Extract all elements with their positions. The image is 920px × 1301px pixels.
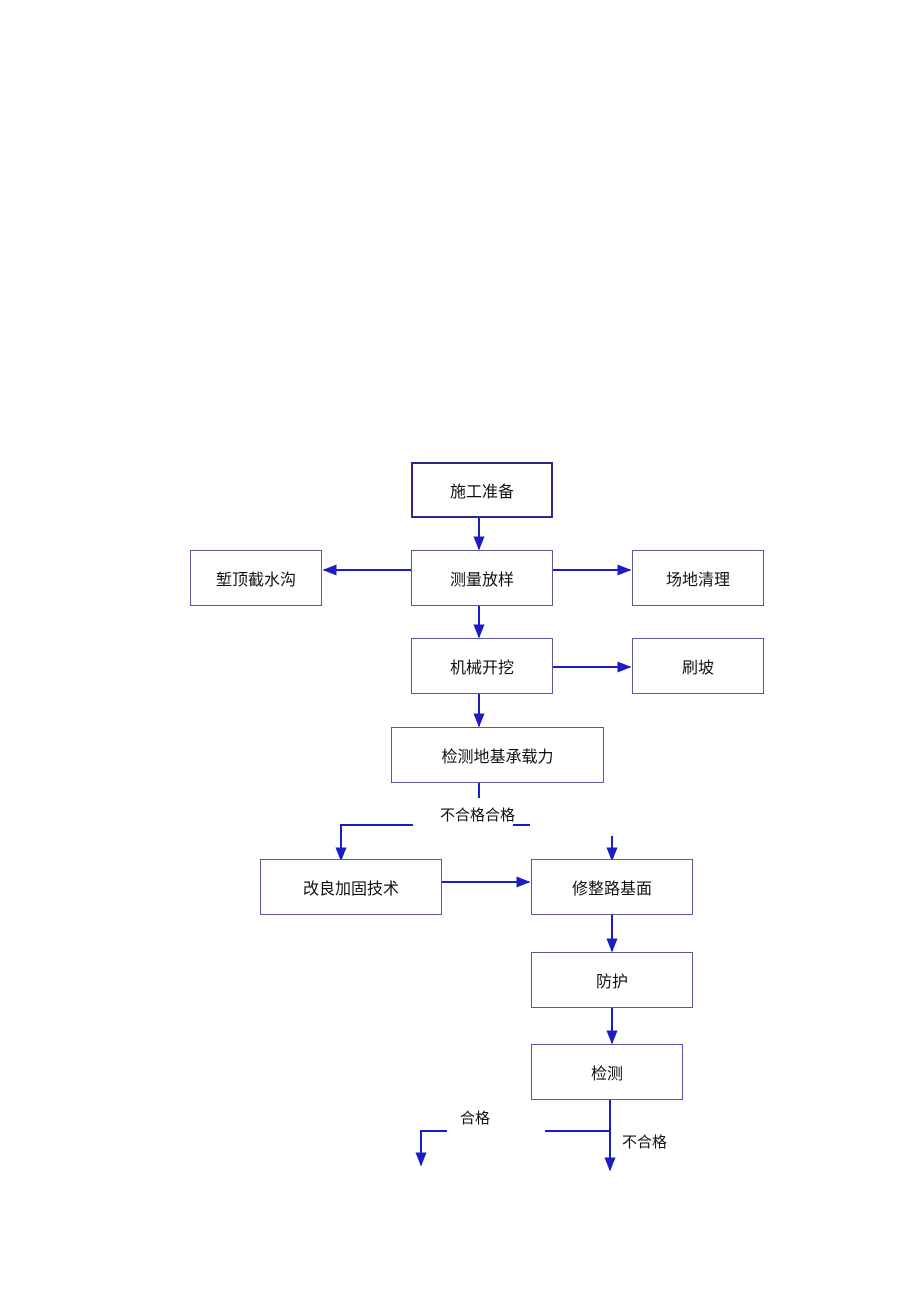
node-bearing-test-label: 检测地基承载力 [441, 747, 554, 766]
node-protect-label: 防护 [595, 972, 628, 991]
branch-label-pass: 合格 [460, 1109, 491, 1127]
arrow-branch-to-improve [335, 824, 413, 862]
arrow-inspect-pass-down [415, 1130, 447, 1167]
node-prepare-label: 施工准备 [449, 482, 514, 501]
branch-label-bearing: 不合格合格 [440, 806, 516, 824]
node-slope-brush: 刷坡 [632, 638, 764, 694]
node-intercept-ditch-label: 堑顶截水沟 [215, 570, 296, 589]
node-excavate: 机械开挖 [411, 638, 553, 694]
node-survey: 测量放样 [411, 550, 553, 606]
node-intercept-ditch: 堑顶截水沟 [190, 550, 322, 606]
node-trim-base-label: 修整路基面 [571, 879, 652, 898]
branch-label-fail: 不合格 [622, 1133, 668, 1151]
node-survey-label: 测量放样 [449, 570, 514, 589]
node-inspect: 检测 [531, 1044, 683, 1100]
node-improve-label: 改良加固技术 [302, 879, 399, 898]
node-excavate-label: 机械开挖 [449, 658, 514, 677]
node-bearing-test: 检测地基承载力 [391, 727, 604, 783]
node-inspect-label: 检测 [590, 1064, 623, 1083]
node-slope-brush-label: 刷坡 [681, 658, 714, 677]
node-site-clear-label: 场地清理 [665, 570, 730, 589]
node-trim-base: 修整路基面 [531, 859, 693, 915]
node-improve: 改良加固技术 [260, 859, 442, 915]
node-site-clear: 场地清理 [632, 550, 764, 606]
node-prepare: 施工准备 [411, 462, 553, 518]
node-protect: 防护 [531, 952, 693, 1008]
